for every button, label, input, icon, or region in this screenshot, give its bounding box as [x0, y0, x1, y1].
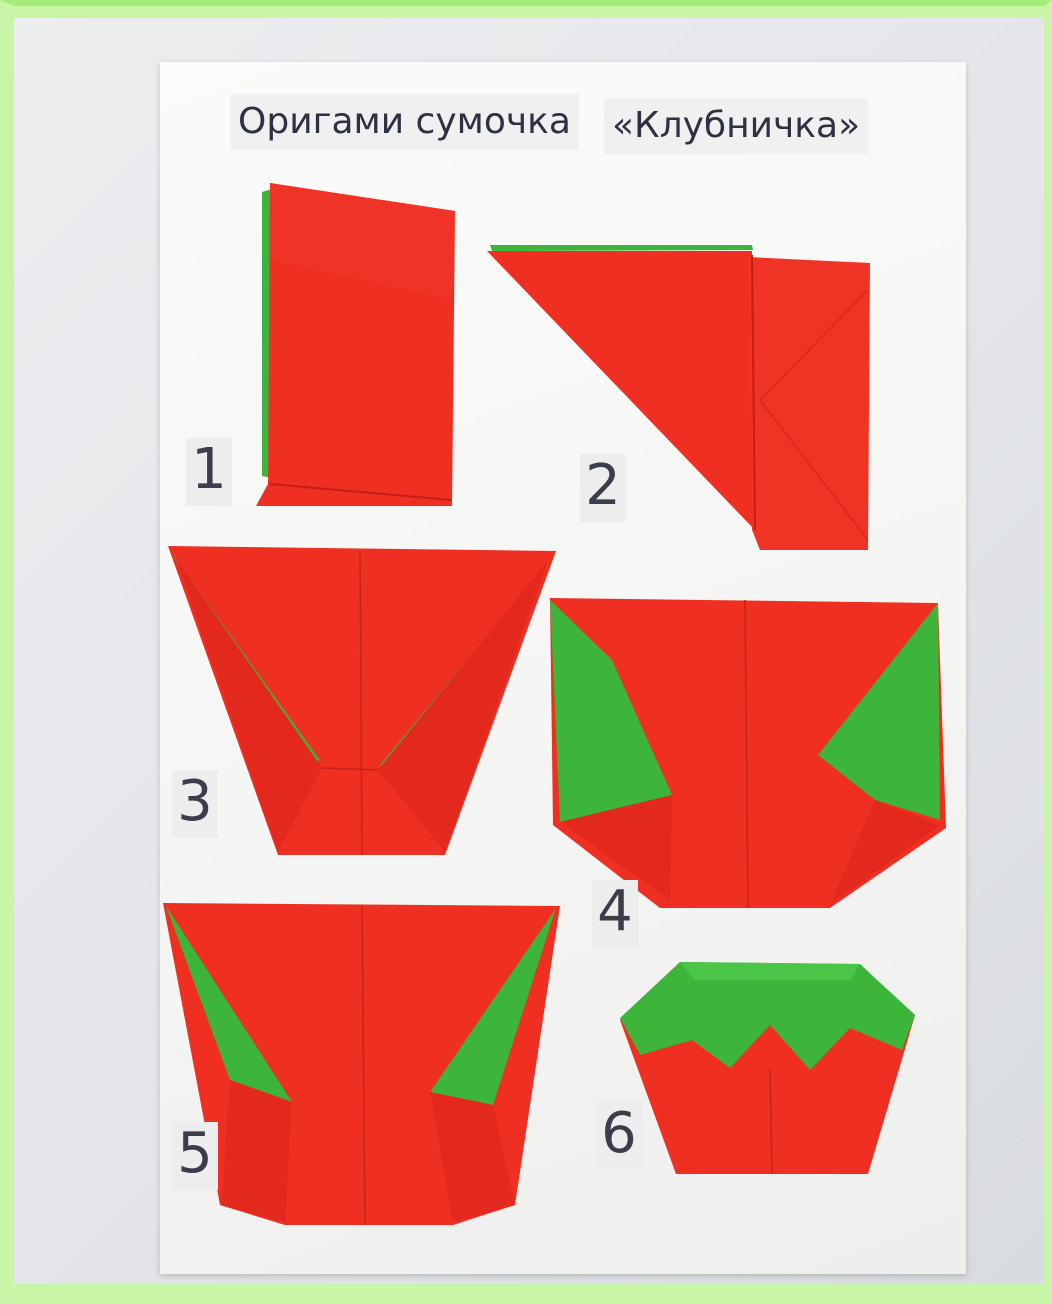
step-number-5: 5 — [172, 1122, 218, 1190]
step-number-4: 4 — [592, 880, 638, 948]
step-4-figure — [550, 598, 946, 908]
step-3-figure — [168, 546, 556, 855]
step-number-3: 3 — [172, 770, 218, 838]
step-1-figure — [256, 183, 455, 506]
step-number-6: 6 — [596, 1102, 642, 1170]
step-5-figure — [163, 903, 560, 1225]
step-6-figure — [620, 962, 915, 1174]
step-2-figure — [487, 245, 870, 550]
step-number-1: 1 — [186, 438, 232, 506]
title-left: Оригами сумочка — [230, 94, 579, 150]
step-number-2: 2 — [580, 454, 626, 522]
title-right: «Клубничка» — [604, 98, 868, 154]
